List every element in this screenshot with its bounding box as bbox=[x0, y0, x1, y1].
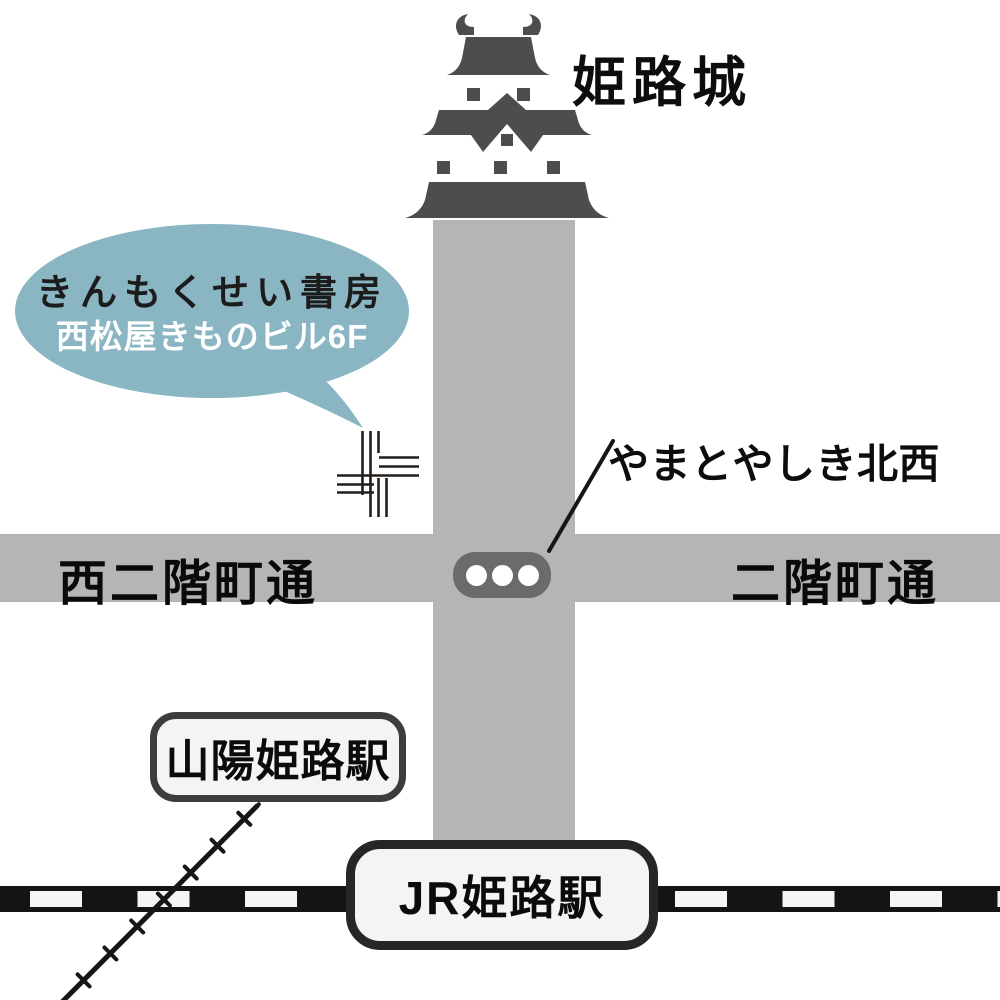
signal-dot bbox=[517, 564, 539, 586]
sanyo-himeji-station-box: 山陽姫路駅 bbox=[150, 712, 406, 802]
street-label-west: 西二階町通 bbox=[58, 557, 319, 611]
signal-dot bbox=[465, 564, 487, 586]
shop-location-marker bbox=[337, 431, 419, 517]
shop-name: きんもくせい書房 bbox=[36, 272, 388, 313]
shop-speech-bubble: きんもくせい書房 西松屋きものビル6F bbox=[12, 220, 422, 440]
street-label-east: 二階町通 bbox=[731, 557, 940, 611]
jr-himeji-station-box: JR姫路駅 bbox=[346, 840, 658, 950]
signal-label: やまとやしき北西 bbox=[608, 441, 940, 487]
speech-bubble-shape bbox=[15, 224, 409, 428]
sanyo-himeji-station-label: 山陽姫路駅 bbox=[165, 737, 391, 786]
signal-dot bbox=[491, 564, 513, 586]
castle-label: 姫路城 bbox=[572, 53, 752, 113]
jr-himeji-station-label: JR姫路駅 bbox=[398, 872, 606, 924]
himeji-castle-icon bbox=[405, 14, 609, 218]
traffic-signal-icon bbox=[453, 552, 551, 598]
shop-address: 西松屋きものビル6F bbox=[55, 318, 369, 355]
